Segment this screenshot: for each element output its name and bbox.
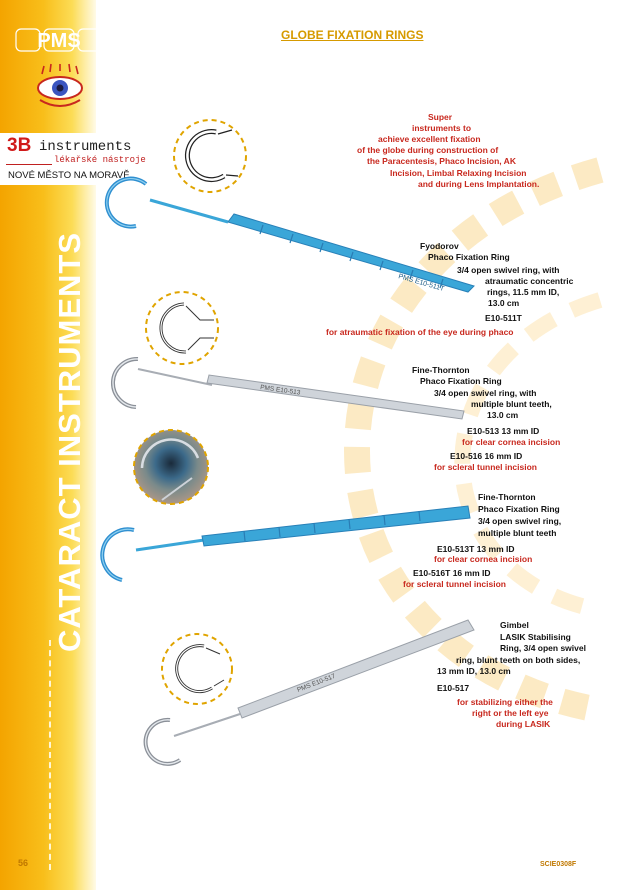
- fine-thornton-code-2: E10-516 16 mm ID: [450, 451, 523, 461]
- gimbel-note-3: during LASIK: [496, 719, 551, 729]
- gimbel-code: E10-517: [437, 683, 470, 693]
- fine-thornton-t-instrument-image: [100, 505, 471, 582]
- section-vertical-title: CATARACT INSTRUMENTS: [52, 231, 87, 653]
- fine-thornton-t-code-2: E10-516T 16 mm ID: [413, 568, 491, 578]
- brand-city: NOVÉ MĚSTO NA MORAVĚ: [8, 170, 130, 181]
- intro-line-5: the Paracentesis, Phaco Incision, AK: [367, 156, 516, 166]
- fine-thornton-desc-3: 13.0 cm: [487, 410, 519, 420]
- fyodorov-instrument-image: PMS E10-511T: [104, 176, 475, 293]
- intro-line-4: of the globe during construction of: [357, 145, 499, 155]
- fyodorov-desc-4: 13.0 cm: [488, 298, 520, 308]
- logo-text: PMS: [37, 30, 80, 52]
- brand-prefix: 3B: [7, 135, 32, 156]
- eye-logo-icon: [37, 63, 83, 107]
- eye-surgery-photo: [133, 429, 209, 505]
- ring-detail-diagram-3: [161, 633, 233, 705]
- intro-line-1: Super: [428, 112, 453, 122]
- fine-thornton-t-note-1: for clear cornea incision: [434, 554, 533, 564]
- intro-line-3: achieve excellent fixation: [378, 134, 481, 144]
- fine-thornton-instrument-image: PMS E10-513: [111, 356, 465, 420]
- gimbel-name: Gimbel: [500, 620, 529, 630]
- page-number: 56: [18, 858, 29, 868]
- fine-thornton-t-note-2: for scleral tunnel incision: [403, 579, 506, 589]
- fine-thornton-engraving: PMS E10-513: [260, 384, 301, 397]
- gimbel-desc-3: 13 mm ID, 13.0 cm: [437, 666, 511, 676]
- fyodorov-desc-1: 3/4 open swivel ring, with: [457, 265, 560, 275]
- fine-thornton-type: Phaco Fixation Ring: [420, 376, 502, 386]
- gimbel-instrument-image: PMS E10-517: [143, 619, 475, 766]
- fine-thornton-name: Fine-Thornton: [412, 365, 470, 375]
- gimbel-desc-1: Ring, 3/4 open swivel: [500, 643, 586, 653]
- fyodorov-code: E10-511T: [485, 313, 522, 323]
- fine-thornton-t-desc-1: 3/4 open swivel ring,: [478, 516, 562, 526]
- sidebar-dashed-line: [49, 640, 51, 870]
- ring-detail-diagram-2: [145, 291, 219, 365]
- brand-subtitle: lékařské nástroje: [52, 155, 148, 165]
- fyodorov-type: Phaco Fixation Ring: [428, 252, 510, 262]
- ring-detail-diagram-1: [173, 119, 247, 193]
- fine-thornton-desc-2: multiple blunt teeth,: [471, 399, 552, 409]
- fine-thornton-note-1: for clear cornea incision: [462, 437, 561, 447]
- fyodorov-desc-2: atraumatic concentric: [485, 276, 574, 286]
- fine-thornton-t-desc-2: multiple blunt teeth: [478, 528, 557, 538]
- fine-thornton-t-name: Fine-Thornton: [478, 492, 536, 502]
- fine-thornton-desc-1: 3/4 open swivel ring, with: [434, 388, 537, 398]
- background-ring-graphic: [344, 157, 604, 723]
- intro-line-7: and during Lens Implantation.: [418, 179, 540, 189]
- fine-thornton-t-code-1: E10-513T 13 mm ID: [437, 544, 515, 554]
- gimbel-desc-2: ring, blunt teeth on both sides,: [456, 655, 581, 665]
- gimbel-note-1: for stabilizing either the: [457, 697, 553, 707]
- fine-thornton-note-2: for scleral tunnel incision: [434, 462, 537, 472]
- fine-thornton-code-1: E10-513 13 mm ID: [467, 426, 540, 436]
- fyodorov-note: for atraumatic fixation of the eye durin…: [326, 327, 514, 337]
- gimbel-note-2: right or the left eye: [472, 708, 549, 718]
- fine-thornton-t-type: Phaco Fixation Ring: [478, 504, 560, 514]
- fyodorov-desc-3: rings, 11.5 mm ID,: [487, 287, 560, 297]
- intro-line-2: instruments to: [412, 123, 472, 133]
- pms-logo-icon: PMS: [15, 28, 103, 52]
- intro-line-6: Incision, Limbal Relaxing Incision: [390, 168, 527, 178]
- catalog-code: SCIE0308F: [540, 861, 577, 868]
- fyodorov-name: Fyodorov: [420, 241, 459, 251]
- page-title: GLOBE FIXATION RINGS: [281, 28, 424, 42]
- gimbel-type: LASIK Stabilising: [500, 632, 571, 642]
- brand-name: instruments: [39, 139, 132, 155]
